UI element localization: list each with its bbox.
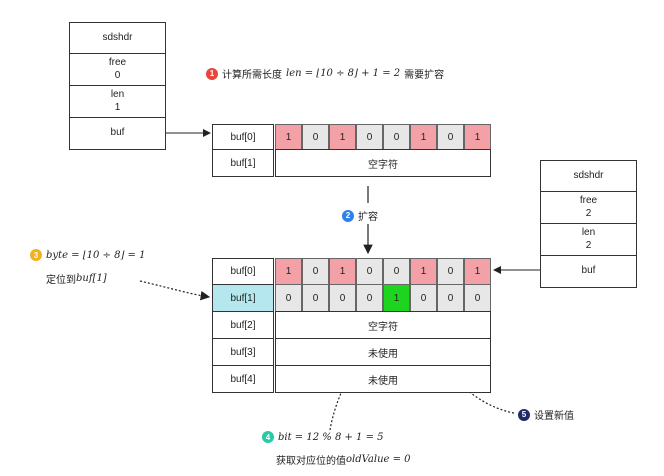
len-value: 2: [585, 239, 592, 251]
step5-badge: 5: [518, 408, 530, 421]
bit-cell: 0: [437, 284, 464, 312]
len-label: len: [581, 227, 596, 238]
step2-badge: 2: [342, 209, 354, 222]
step3-badge: 3: [30, 249, 42, 261]
bit-cell: 1: [464, 124, 491, 150]
unused-cell: 未使用: [275, 365, 491, 393]
step3-text-line: 定位到 buf[1]: [46, 271, 107, 286]
bit-cell: 0: [275, 284, 302, 312]
bit-cell: 1: [410, 124, 437, 150]
step2-text: 扩容: [358, 212, 378, 223]
sdshdr-left-buf: buf: [69, 117, 166, 150]
step3-formula: byte = ⌊10 ÷ 8⌋ = 1: [46, 249, 146, 261]
step4-badge: 4: [262, 431, 274, 443]
dotted-arrow-locate-byte: [139, 280, 211, 301]
bit-cell: 1: [329, 124, 356, 150]
buf-index-label: buf[4]: [212, 365, 274, 393]
sdshdr-right-title-text: sdshdr: [573, 169, 604, 181]
buf-label: buf: [581, 265, 596, 277]
step5-note: 5 设置新值: [518, 407, 574, 422]
bit-cell: 0: [464, 284, 491, 312]
buf-index-label: buf[1]: [212, 149, 274, 177]
bit-cell: 1: [329, 258, 356, 285]
bit-cell: 0: [383, 258, 410, 285]
bit-cell: 0: [302, 258, 329, 285]
bit-cell: 0: [437, 258, 464, 285]
buf-index-label: buf[3]: [212, 338, 274, 366]
buf-index-label: buf[2]: [212, 311, 274, 339]
bit-cell: 1: [275, 124, 302, 150]
step1-suffix: 需要扩容: [404, 70, 445, 81]
buf-index-label: buf[0]: [212, 258, 274, 285]
step1-badge: 1: [206, 67, 218, 80]
null-terminator-cell: 空字符: [275, 149, 491, 177]
bit-cell: 0: [383, 124, 410, 150]
bit-cell: 1: [410, 258, 437, 285]
step3-formula-line: 3 byte = ⌊10 ÷ 8⌋ = 1: [30, 249, 145, 261]
bit-cell: 0: [437, 124, 464, 150]
sdshdr-left-title-text: sdshdr: [102, 31, 133, 43]
buf-label: buf: [110, 127, 125, 139]
free-value: 2: [585, 207, 592, 219]
len-label: len: [110, 89, 125, 100]
bit-cell: 1: [275, 258, 302, 285]
step1-note: 1 计算所需长度 len = ⌊10 ÷ 8⌋ + 1 = 2 需要扩容: [206, 66, 444, 81]
bit-cell: 0: [302, 124, 329, 150]
bit-cell-target: 1: [383, 284, 410, 312]
bit-cell: 0: [356, 258, 383, 285]
bit-cell: 0: [302, 284, 329, 312]
sdshdr-right-free: free 2: [540, 191, 637, 224]
sdshdr-left-free: free 0: [69, 53, 166, 86]
step4-text-line: 获取对应位的值 oldValue = 0: [276, 452, 411, 467]
buf-index-label: buf[0]: [212, 124, 274, 150]
sdshdr-left-title: sdshdr: [69, 22, 166, 54]
buf-index-label-highlight: buf[1]: [212, 284, 274, 312]
step4-formula-line: 4 bit = 12 % 8 + 1 = 5: [262, 431, 384, 443]
step3-formula2: buf[1]: [76, 273, 107, 284]
step4-formula2: oldValue = 0: [346, 454, 411, 465]
bit-cell: 0: [410, 284, 437, 312]
step3-text: 定位到: [46, 275, 76, 286]
sdshdr-right-title: sdshdr: [540, 160, 637, 192]
free-value: 0: [114, 69, 121, 81]
bit-cell: 1: [464, 258, 491, 285]
step4-text: 获取对应位的值: [276, 456, 346, 467]
unused-cell: 未使用: [275, 338, 491, 366]
step1-formula: len = ⌊10 ÷ 8⌋ + 1 = 2: [286, 68, 401, 79]
free-label: free: [579, 195, 598, 206]
sdshdr-left-len: len 1: [69, 85, 166, 118]
sdshdr-right-len: len 2: [540, 223, 637, 256]
null-terminator-cell: 空字符: [275, 311, 491, 339]
len-value: 1: [114, 101, 121, 113]
step1-text: 计算所需长度: [222, 70, 282, 81]
bit-cell: 0: [356, 124, 383, 150]
step2-note: 2 扩容: [342, 208, 378, 223]
step5-text: 设置新值: [534, 411, 574, 422]
bit-cell: 0: [356, 284, 383, 312]
bit-cell: 0: [329, 284, 356, 312]
free-label: free: [108, 57, 127, 68]
sdshdr-right-buf: buf: [540, 255, 637, 288]
step4-formula: bit = 12 % 8 + 1 = 5: [278, 431, 384, 443]
